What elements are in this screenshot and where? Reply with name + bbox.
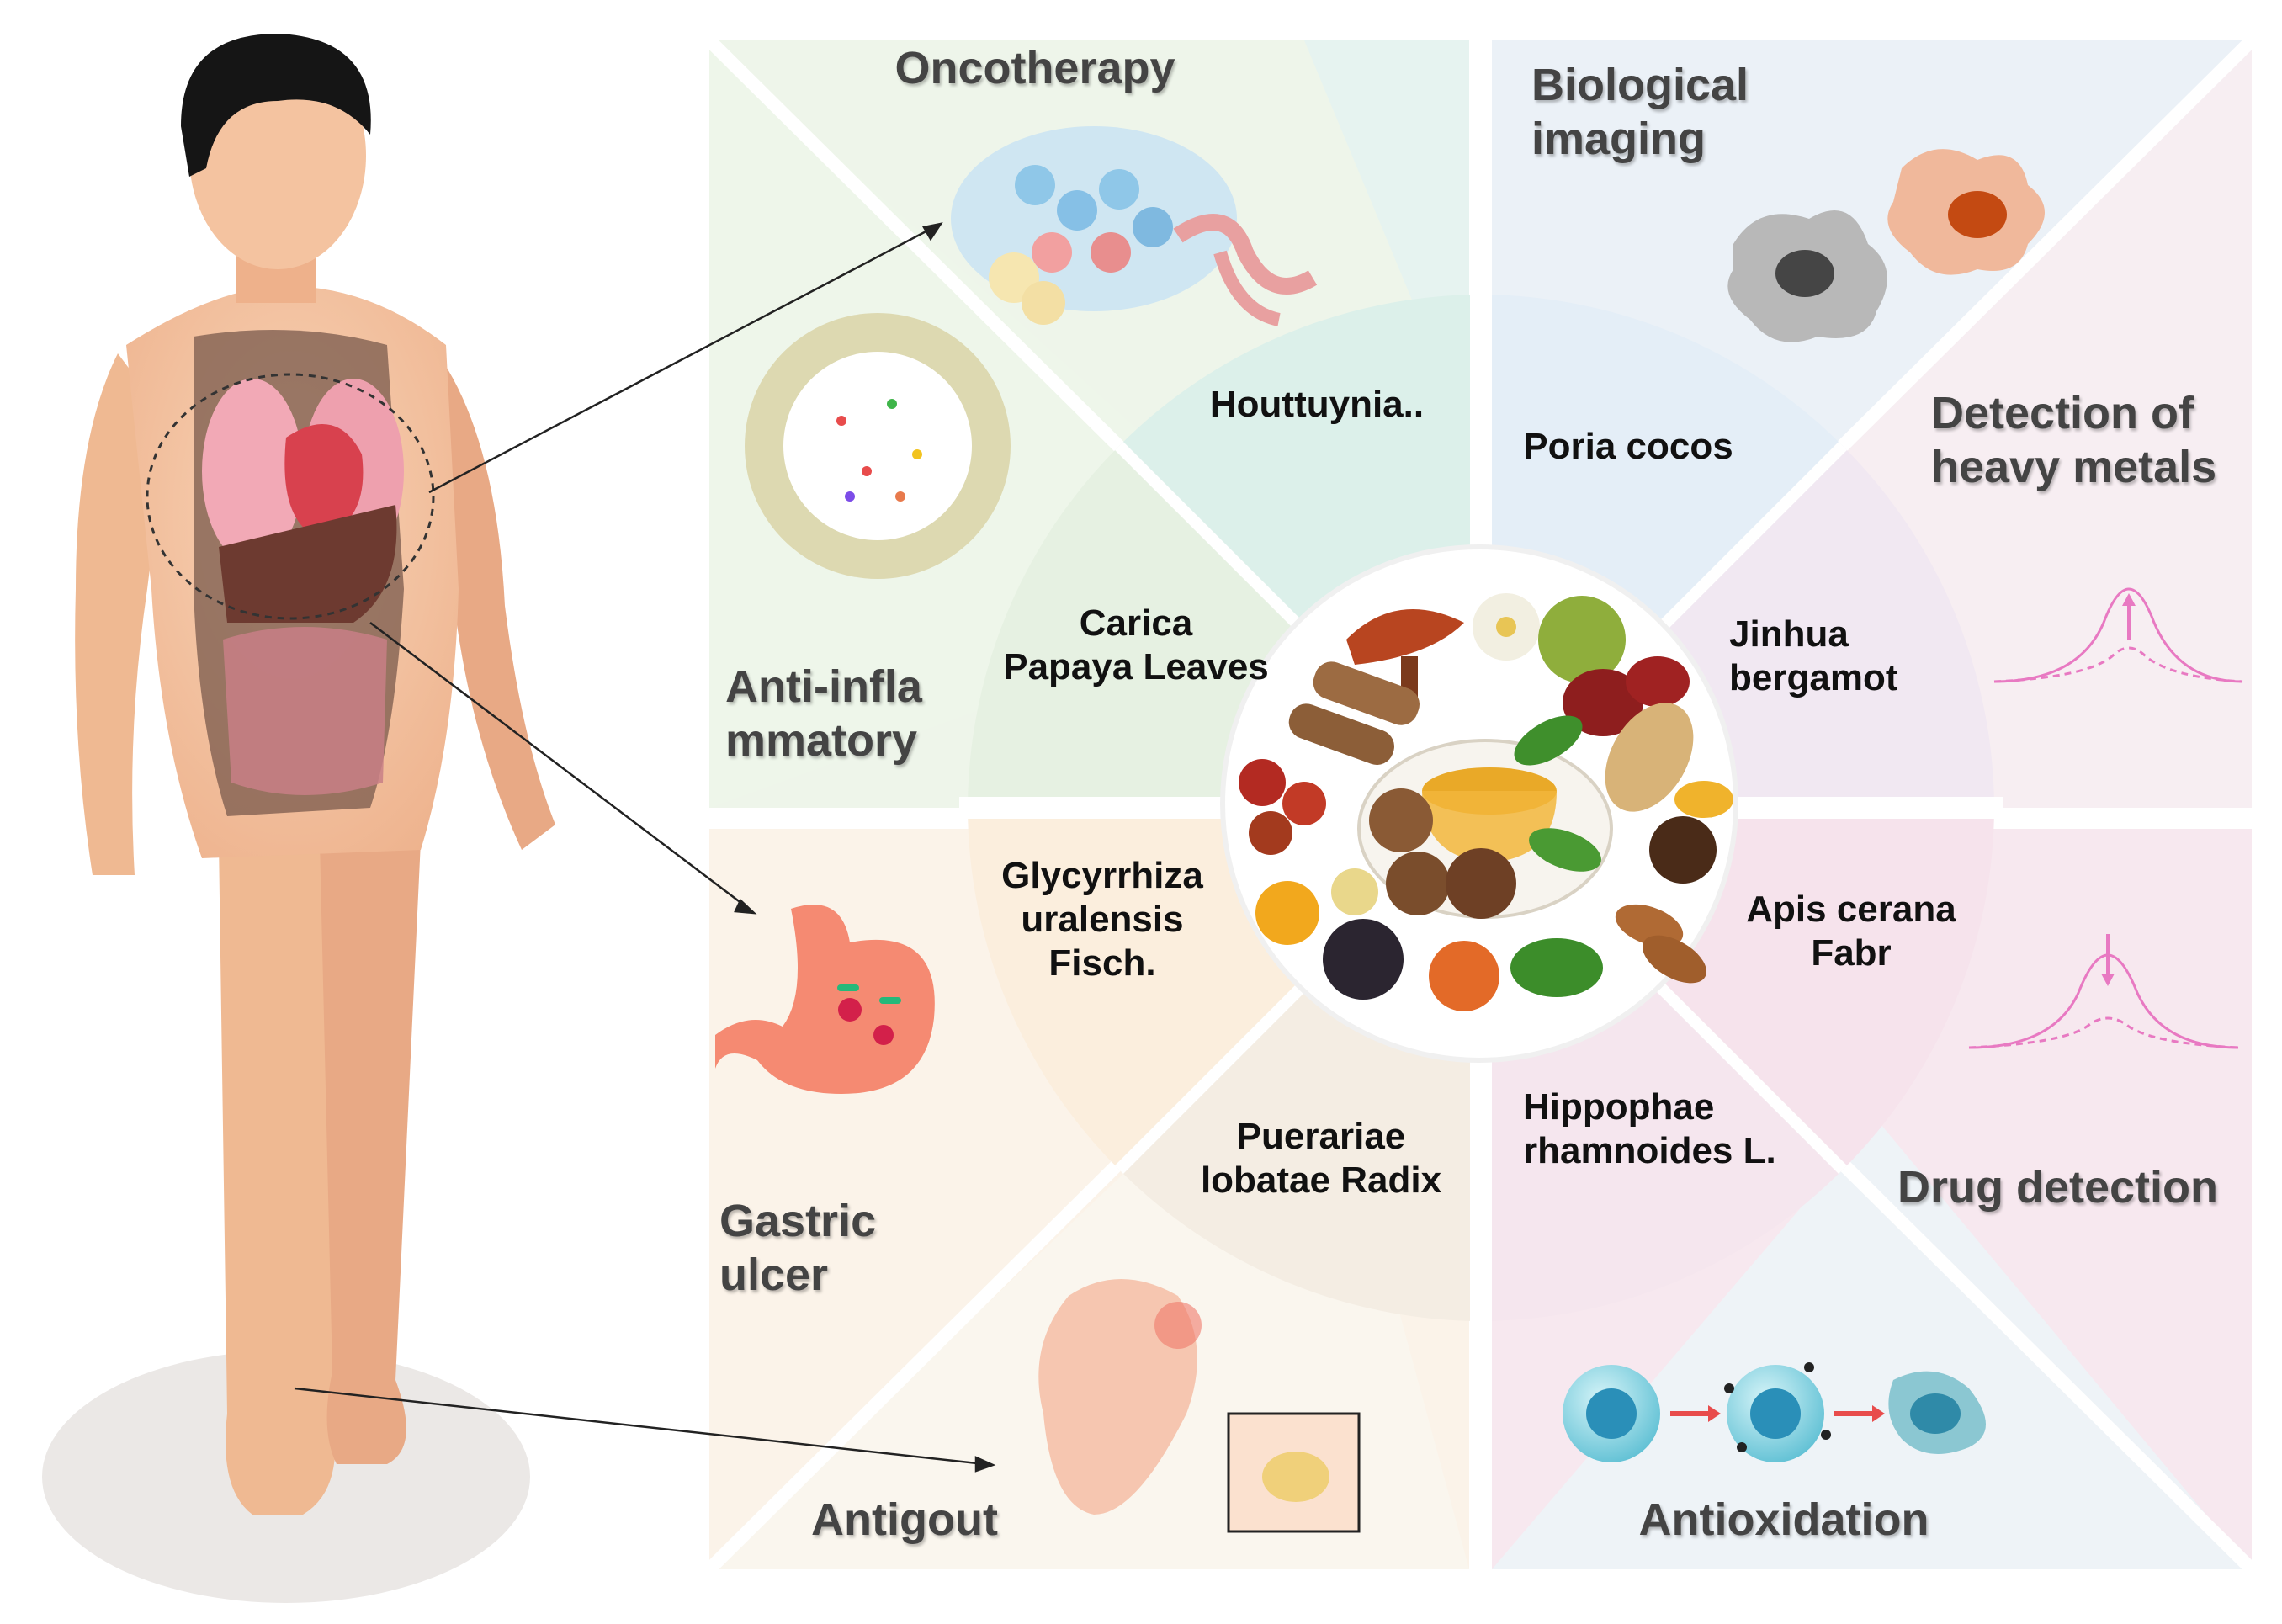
label-apis-cerana: Apis cerana Fabr	[1746, 889, 1956, 974]
label-gastric-ulcer: Gastric ulcer	[719, 1196, 877, 1300]
lung-left	[202, 379, 303, 564]
label-biological-imaging: Biological imaging	[1531, 60, 1749, 164]
label-hippophae: Hippophae rhamnoides L.	[1523, 1086, 1776, 1171]
antioxidation-cells	[1563, 1362, 1986, 1462]
intestines	[223, 627, 387, 795]
label-anti-inflammatory: Anti-infla mmatory	[725, 661, 922, 766]
label-drug-detection: Drug detection	[1897, 1162, 2219, 1213]
label-antigout: Antigout	[811, 1494, 998, 1545]
label-glycyrrhiza: Glycyrrhiza uralensis Fisch.	[1001, 855, 1203, 984]
stomach-illustration	[715, 905, 935, 1094]
herbs-plate-image	[1220, 544, 1738, 1063]
label-carica-papaya: Carica Papaya Leaves	[1003, 602, 1269, 687]
heavy-metal-curve	[1993, 587, 2243, 683]
panel-oncotherapy	[709, 40, 1469, 438]
panel-antioxidation	[1492, 1119, 2252, 1569]
pointer-arrows	[294, 222, 996, 1473]
label-antioxidation: Antioxidation	[1638, 1494, 1929, 1545]
drug-detection-curve	[1968, 934, 2239, 1049]
label-houttuynia: Houttuynia..	[1209, 384, 1425, 425]
label-detection-heavy-metals: Detection of heavy metals	[1931, 388, 2217, 492]
liver	[219, 505, 397, 623]
focus-circle	[146, 373, 435, 620]
panel-biological-imaging	[1492, 40, 2252, 808]
gut-ring-illustration	[745, 313, 1011, 579]
label-pueraria: Puerariae lobatae Radix	[1200, 1116, 1442, 1201]
tumor-cells-illustration	[951, 126, 1318, 326]
imaging-blobs-illustration	[1727, 149, 2045, 342]
human-body-illustration	[42, 34, 555, 1603]
label-jinhua-bergamot: Jinhua bergamot	[1729, 613, 1898, 698]
hair	[181, 34, 371, 177]
label-poria-cocos: Poria cocos	[1523, 426, 1733, 467]
gout-foot-illustration	[1038, 1279, 1361, 1533]
label-oncotherapy: Oncotherapy	[894, 43, 1175, 93]
heart	[284, 424, 364, 539]
